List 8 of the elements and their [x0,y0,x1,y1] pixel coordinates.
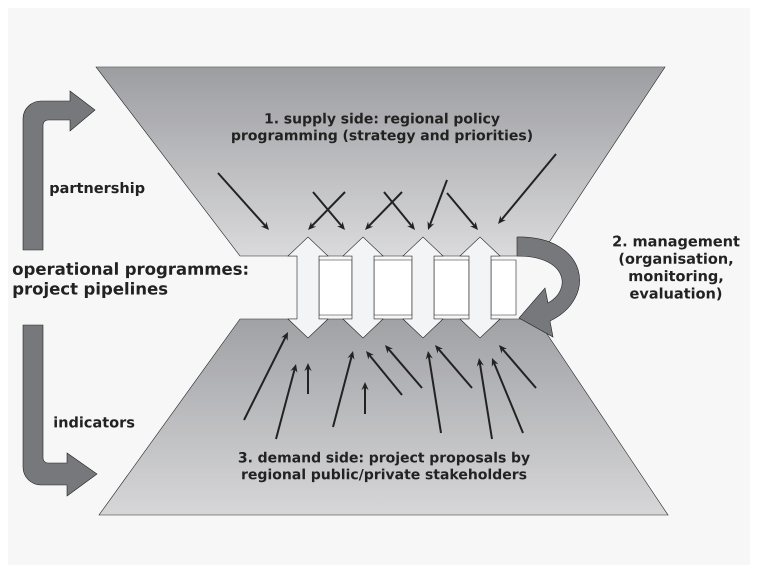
curved-arrow [516,236,580,338]
double-block-arrow [459,236,501,338]
double-block-arrow [402,236,444,338]
curved-arrow [22,324,98,496]
heading-text: operational programmes: project pipelines [12,262,248,298]
double-block-arrow [287,236,329,338]
curved-arrow [22,90,96,250]
double-block-arrow [342,236,384,338]
